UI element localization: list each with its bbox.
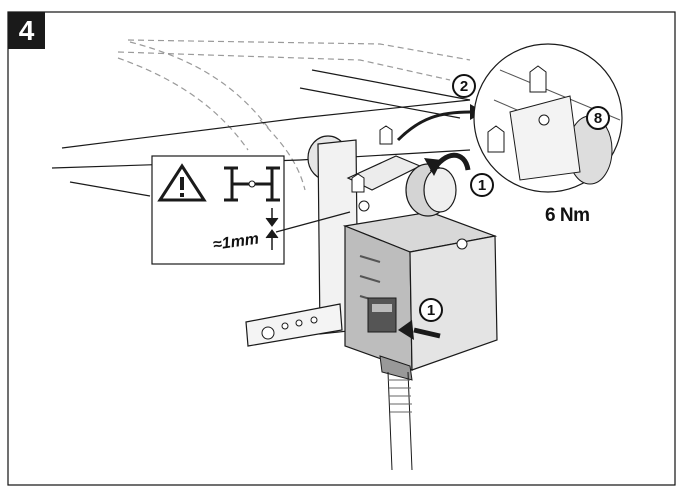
- rotation-arrowhead: [424, 158, 442, 176]
- dashed-housing-outline: [117, 39, 471, 191]
- callout-step-2: 2: [452, 74, 476, 98]
- frame-border: [7, 11, 676, 486]
- zoom-detail: [473, 43, 623, 193]
- torque-label: 6 Nm: [545, 205, 590, 226]
- callout-step-1-top: 1: [470, 173, 494, 197]
- gap-leader-line: [275, 211, 351, 233]
- warning-inset: [151, 155, 285, 265]
- step-number-badge: 4: [8, 12, 45, 49]
- callout-step-1-lower: 1: [419, 298, 443, 322]
- power-cable: [387, 371, 413, 471]
- gap-gauge-icon: [224, 166, 280, 202]
- shaft-clamp: [346, 125, 457, 217]
- actuator-body: [342, 211, 498, 381]
- mounting-bracket: [245, 139, 359, 347]
- callout-wrench-size: 8: [586, 106, 610, 130]
- push-arrowhead: [398, 320, 414, 340]
- push-arrow: [413, 327, 441, 339]
- zoom-arrow: [396, 110, 471, 142]
